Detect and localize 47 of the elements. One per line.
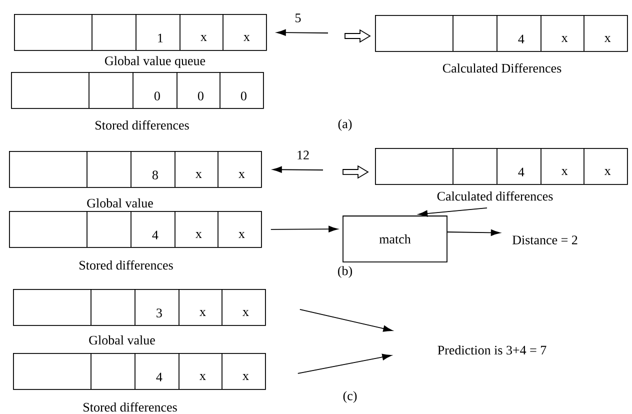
cell-value: x [604, 169, 611, 175]
cell-value: x [196, 232, 202, 238]
cell-value: 1 [158, 34, 163, 42]
cell-value: 4 [518, 168, 524, 176]
cell-value: 8 [152, 170, 158, 180]
node-label: Stored differences [84, 402, 177, 412]
cell-value: 4 [152, 230, 158, 240]
cell-value: x [200, 310, 206, 316]
cell-value: x [200, 35, 207, 41]
panel-label: (b) [338, 266, 352, 278]
arrow [276, 29, 328, 36]
cell-value: 4 [156, 372, 162, 382]
cell-value: x [561, 169, 568, 175]
arrow [297, 354, 392, 374]
node-label: Global value queue [105, 56, 206, 68]
result-text: Distance = 2 [512, 236, 578, 244]
cell-value: 0 [240, 92, 246, 100]
edge-label: 5 [296, 14, 301, 22]
cell-value: x [242, 310, 249, 316]
node-label: Stored differences [96, 120, 189, 130]
cell-value: 0 [154, 92, 160, 100]
result-text: Prediction is 3+4 = 7 [438, 345, 546, 355]
cell-value: 3 [156, 308, 162, 318]
cell-value: x [238, 232, 245, 238]
node-label: Global value [87, 198, 153, 208]
cell-value: x [238, 172, 245, 178]
edge-label: 12 [298, 150, 309, 160]
arrow [418, 207, 488, 217]
cell-value: 4 [518, 34, 524, 44]
node-label: Global value [89, 335, 155, 345]
arrow [299, 308, 392, 332]
cell-value: x [196, 172, 202, 178]
arrow [447, 229, 500, 236]
panel-label: (a) [338, 119, 352, 131]
cell-value: x [242, 374, 249, 380]
arrow [272, 166, 324, 173]
cell-value: x [604, 36, 611, 42]
arrow [270, 226, 338, 232]
cell-value: 0 [198, 92, 204, 100]
node-label: Calculated Differences [442, 63, 562, 73]
cell-value: x [244, 35, 250, 41]
cell-value: x [561, 36, 568, 42]
panel-label: (c) [343, 391, 357, 403]
node-label: Calculated differences [437, 191, 553, 201]
cell-value: x [200, 374, 206, 380]
node-label: Stored differences [80, 260, 173, 270]
process-box: match [342, 216, 448, 262]
